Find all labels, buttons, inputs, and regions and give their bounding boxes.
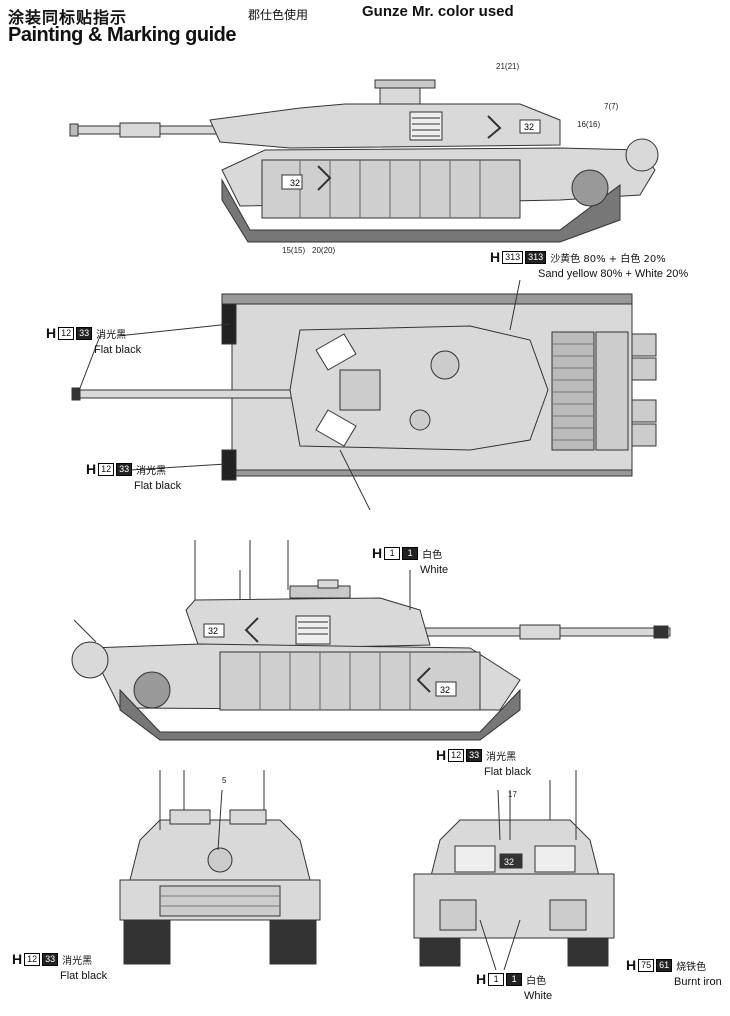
gun-barrel — [71, 389, 303, 399]
tank-top-view — [71, 280, 657, 510]
track-right — [567, 937, 609, 967]
part-number: 20(20) — [312, 246, 336, 255]
side-skirt — [261, 159, 521, 219]
title-english: Painting & Marking guide — [8, 24, 237, 46]
turret — [209, 103, 561, 149]
part-number: 16(16) — [577, 120, 601, 129]
side-number-hull: 32 — [290, 178, 300, 188]
part-number: 5 — [222, 776, 227, 785]
track — [221, 178, 621, 243]
side-number-turret: 32 — [524, 122, 534, 132]
track-left — [123, 919, 171, 965]
track — [119, 688, 521, 741]
part-number: 21(21) — [496, 62, 520, 71]
tank-side-view-right: 32 32 — [69, 79, 659, 243]
tank-side-view-left: 32 32 — [71, 540, 671, 741]
part-number: 15(15) — [282, 246, 306, 255]
title-chinese: 涂装同标贴指示 — [8, 8, 128, 27]
tank-front-view — [119, 770, 321, 965]
track-left — [419, 937, 461, 967]
gunze-english: Gunze Mr. color used — [362, 3, 514, 20]
rear-number: 32 — [504, 857, 514, 867]
tank-rear-view: 32 — [413, 770, 615, 970]
side-number-turret: 32 — [208, 626, 218, 636]
track-right — [269, 919, 317, 965]
part-number: 7(7) — [604, 102, 619, 111]
turret — [289, 325, 549, 451]
gunze-chinese: 郡仕色使用 — [248, 8, 309, 22]
side-number-hull: 32 — [440, 685, 450, 695]
part-number: 17 — [508, 790, 517, 799]
